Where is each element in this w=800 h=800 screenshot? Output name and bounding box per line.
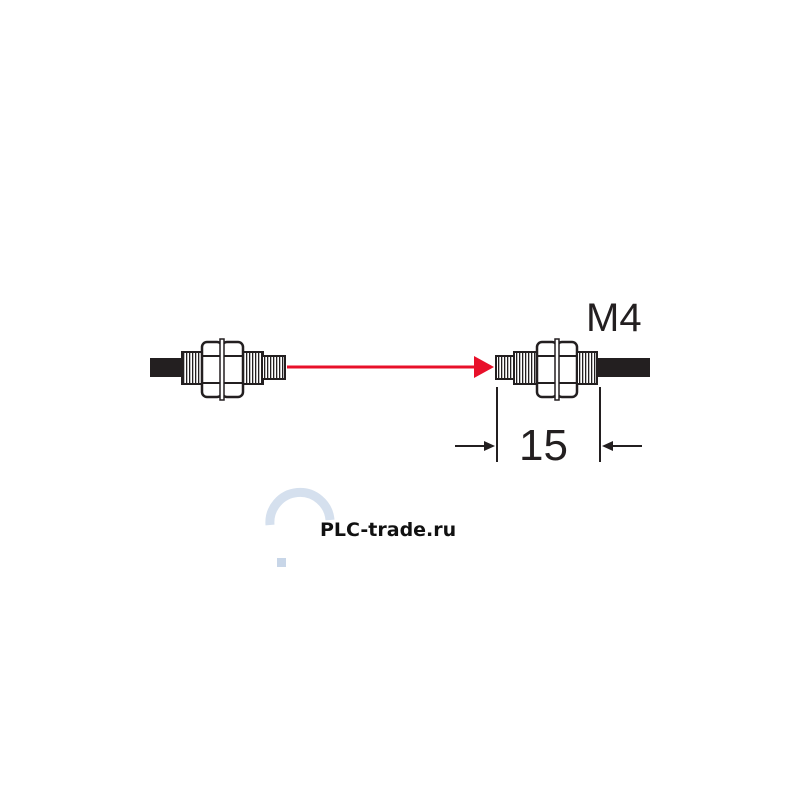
- left-fiber-head: [150, 338, 286, 401]
- dimension-lines: [455, 387, 642, 462]
- left-cable: [150, 358, 183, 377]
- thread-size-label: M4: [586, 296, 642, 340]
- light-beam-arrow: [287, 356, 494, 378]
- right-fiber-head: [495, 338, 650, 401]
- dimension-value-label: 15: [519, 421, 568, 470]
- watermark-logo-icon: [265, 487, 335, 567]
- right-cable: [597, 358, 650, 377]
- watermark-text: PLC-trade.ru: [320, 519, 457, 541]
